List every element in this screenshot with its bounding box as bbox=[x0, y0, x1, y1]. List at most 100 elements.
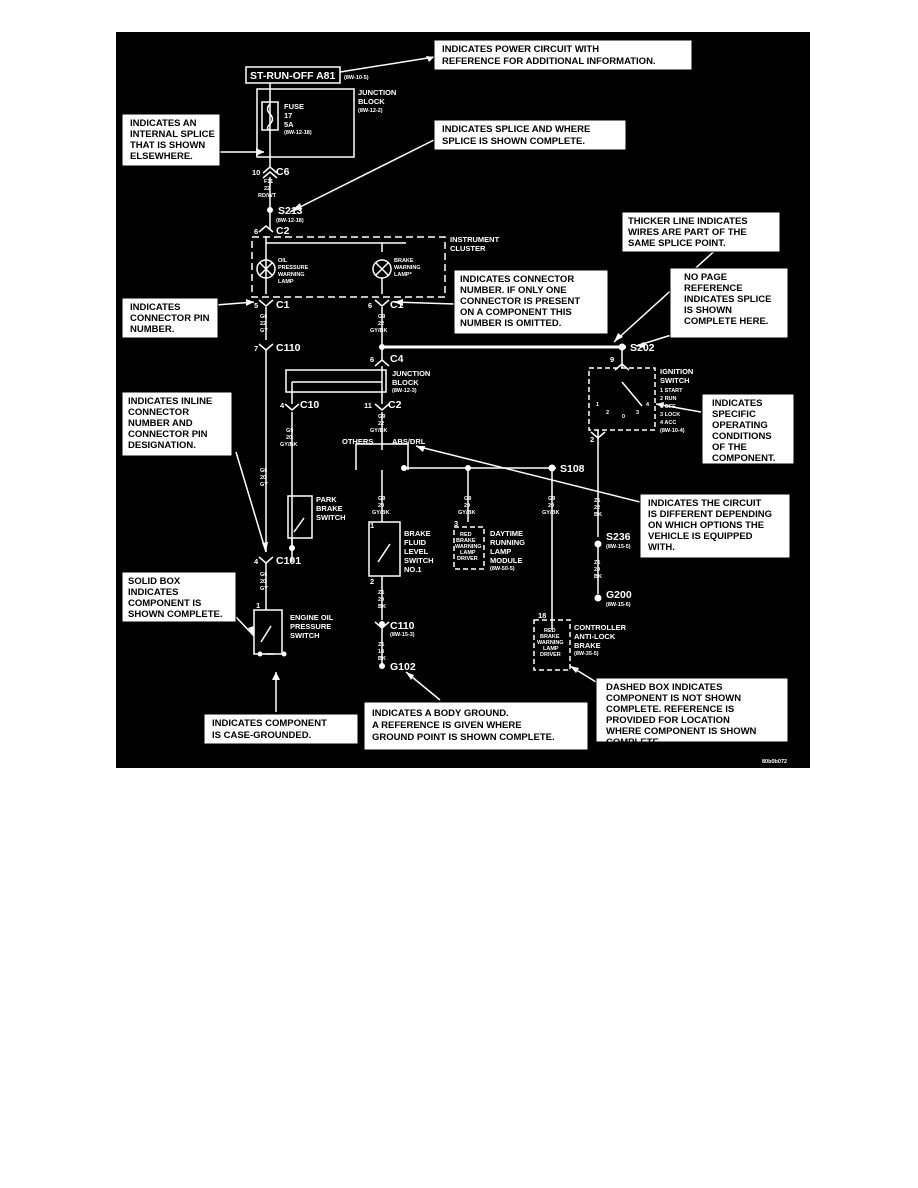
bf-wire2-gauge: 20 bbox=[378, 597, 384, 603]
ign-pos-off: 0 OFF bbox=[660, 404, 676, 410]
ign-pos-lock: 3 LOCK bbox=[660, 412, 680, 418]
instrument-cluster-outline bbox=[251, 236, 446, 298]
oil-lamp-l4: LAMP bbox=[278, 279, 294, 285]
note-connector-number-2: NUMBER. IF ONLY ONE bbox=[460, 285, 567, 296]
jb-mid-wire-color: GY/BK bbox=[370, 428, 387, 434]
note-dashed-box-5: WHERE COMPONENT IS SHOWN bbox=[606, 726, 757, 737]
oil-lamp-l3: WARNING bbox=[278, 272, 305, 278]
cluster-title1: INSTRUMENT bbox=[450, 235, 500, 244]
c6-wire-color: RD/WT bbox=[258, 193, 277, 199]
abs-box-4: LAMP bbox=[543, 646, 559, 652]
abs-box-2: BRAKE bbox=[540, 634, 560, 640]
drl-label-2: RUNNING bbox=[490, 538, 525, 547]
c4-pin: 6 bbox=[370, 355, 374, 364]
note-inline-1: INDICATES INLINE bbox=[128, 396, 212, 407]
s213-ref: (8W-12-18) bbox=[276, 218, 304, 224]
ign-pos-start: 1 START bbox=[660, 388, 683, 394]
left-wire3-color: GY bbox=[260, 586, 268, 592]
junction-block-top-outline bbox=[256, 88, 355, 158]
note-thicker-3: SAME SPLICE POINT. bbox=[628, 238, 726, 249]
figure-id: 80b0b072 bbox=[762, 759, 787, 765]
note-body-ground-1: INDICATES A BODY GROUND. bbox=[372, 708, 509, 719]
bf-wire3-code: Z1 bbox=[378, 642, 384, 648]
jb-mid-wire-code: G9 bbox=[378, 414, 385, 420]
note-inline-2: CONNECTOR bbox=[128, 407, 189, 418]
left-wire-gauge: 22 bbox=[260, 321, 266, 327]
ground-g102 bbox=[379, 663, 385, 669]
g200-label: G200 bbox=[606, 589, 632, 601]
jb-top-title1: JUNCTION bbox=[358, 88, 396, 97]
fuse-label: FUSE bbox=[284, 102, 304, 111]
note-dashed-box-3: COMPLETE. REFERENCE IS bbox=[606, 704, 734, 715]
note-body-ground-3: GROUND POINT IS SHOWN COMPLETE. bbox=[372, 732, 555, 743]
abs-label-2: ANTI-LOCK bbox=[574, 632, 616, 641]
s236-ref: (8W-15-5) bbox=[606, 544, 631, 550]
note-case-ground-2: IS CASE-GROUNDED. bbox=[212, 730, 311, 741]
bf-label-2: FLUID bbox=[404, 538, 427, 547]
note-no-page-5: COMPLETE HERE. bbox=[684, 316, 768, 327]
splice-s202 bbox=[618, 343, 626, 351]
jb-mid-title1: JUNCTION bbox=[392, 369, 430, 378]
c6-wire-gauge: 22 bbox=[264, 186, 270, 192]
bf-wire2-code: Z1 bbox=[378, 590, 384, 596]
c110-left-label: C110 bbox=[276, 342, 301, 354]
note-internal-splice-1: INDICATES AN bbox=[130, 118, 197, 129]
center-wire-color: GY/BK bbox=[370, 328, 387, 334]
note-connector-number-4: ON A COMPONENT THIS bbox=[460, 307, 572, 318]
abs-drl-label: ABS/DRL bbox=[392, 437, 426, 446]
note-no-page-1: NO PAGE bbox=[684, 272, 727, 283]
note-thicker-1: THICKER LINE INDICATES bbox=[628, 216, 748, 227]
note-no-page-2: REFERENCE bbox=[684, 283, 743, 294]
brake-fluid-switch-box bbox=[368, 521, 401, 577]
s213-label: S213 bbox=[278, 205, 303, 217]
bf-label-1: BRAKE bbox=[404, 529, 431, 538]
note-solid-box-3: COMPONENT IS bbox=[128, 598, 201, 609]
note-operating-1: INDICATES bbox=[712, 398, 763, 409]
c2-mid-pin: 11 bbox=[364, 401, 372, 410]
left-wire-code: G6 bbox=[260, 314, 267, 320]
ign-title-2: SWITCH bbox=[660, 376, 690, 385]
drl-box-1: RED bbox=[460, 532, 472, 538]
abs-label-3: BRAKE bbox=[574, 641, 601, 650]
abs-wire-code: G9 bbox=[548, 496, 555, 502]
note-pin-number-1: INDICATES bbox=[130, 302, 181, 313]
left-wire2-color: GY bbox=[260, 482, 268, 488]
abs-pin: 18 bbox=[538, 611, 546, 620]
jb-top-title2: BLOCK bbox=[358, 97, 385, 106]
note-case-ground-1: INDICATES COMPONENT bbox=[212, 718, 327, 729]
ign-ref: (8W-10-4) bbox=[660, 428, 685, 434]
cluster-pin-left: 5 bbox=[254, 301, 258, 310]
drl-wire-code: G9 bbox=[464, 496, 471, 502]
abs-wire-color: GY/BK bbox=[542, 510, 559, 516]
bf-label-3: LEVEL bbox=[404, 547, 429, 556]
abs-ref: (8W-35-5) bbox=[574, 651, 599, 657]
note-inline-5: DESIGNATION. bbox=[128, 440, 196, 451]
c101-pin: 4 bbox=[254, 557, 259, 566]
drl-ref: (8W-50-5) bbox=[490, 566, 515, 572]
note-solid-box-2: INDICATES bbox=[128, 587, 179, 598]
left-wire2-code: G6 bbox=[260, 468, 267, 474]
c110-ground-label: C110 bbox=[390, 620, 415, 632]
c101-label: C101 bbox=[276, 555, 301, 567]
ign-num-0: 0 bbox=[622, 414, 625, 420]
note-circuit-diff-3: ON WHICH OPTIONS THE bbox=[648, 520, 764, 531]
note-splice-1: INDICATES SPLICE AND WHERE bbox=[442, 124, 590, 135]
note-connector-number-3: CONNECTOR IS PRESENT bbox=[460, 296, 580, 307]
park-wire-gauge: 20 bbox=[286, 435, 292, 441]
note-operating-5: OF THE bbox=[712, 442, 747, 453]
brake-lamp-l2: WARNING bbox=[394, 265, 421, 271]
ign-num-4: 4 bbox=[646, 402, 650, 408]
note-connector-number-5: NUMBER IS OMITTED. bbox=[460, 318, 561, 329]
note-circuit-diff-2: IS DIFFERENT DEPENDING bbox=[648, 509, 772, 520]
cluster-pin-in: 6 bbox=[254, 227, 258, 236]
ign-num-1: 1 bbox=[596, 402, 599, 408]
note-body-ground-2: A REFERENCE IS GIVEN WHERE bbox=[372, 720, 522, 731]
c110-ground-ref: (8W-15-3) bbox=[390, 632, 415, 638]
note-inline-3: NUMBER AND bbox=[128, 418, 193, 429]
note-operating-2: SPECIFIC bbox=[712, 409, 756, 420]
left-wire3-code: G6 bbox=[260, 572, 267, 578]
cluster-pin-right: 6 bbox=[368, 301, 372, 310]
cluster-conn-right: C1 bbox=[390, 299, 404, 311]
drl-label-4: MODULE bbox=[490, 556, 523, 565]
park-wire-color: GY/BK bbox=[280, 442, 297, 448]
